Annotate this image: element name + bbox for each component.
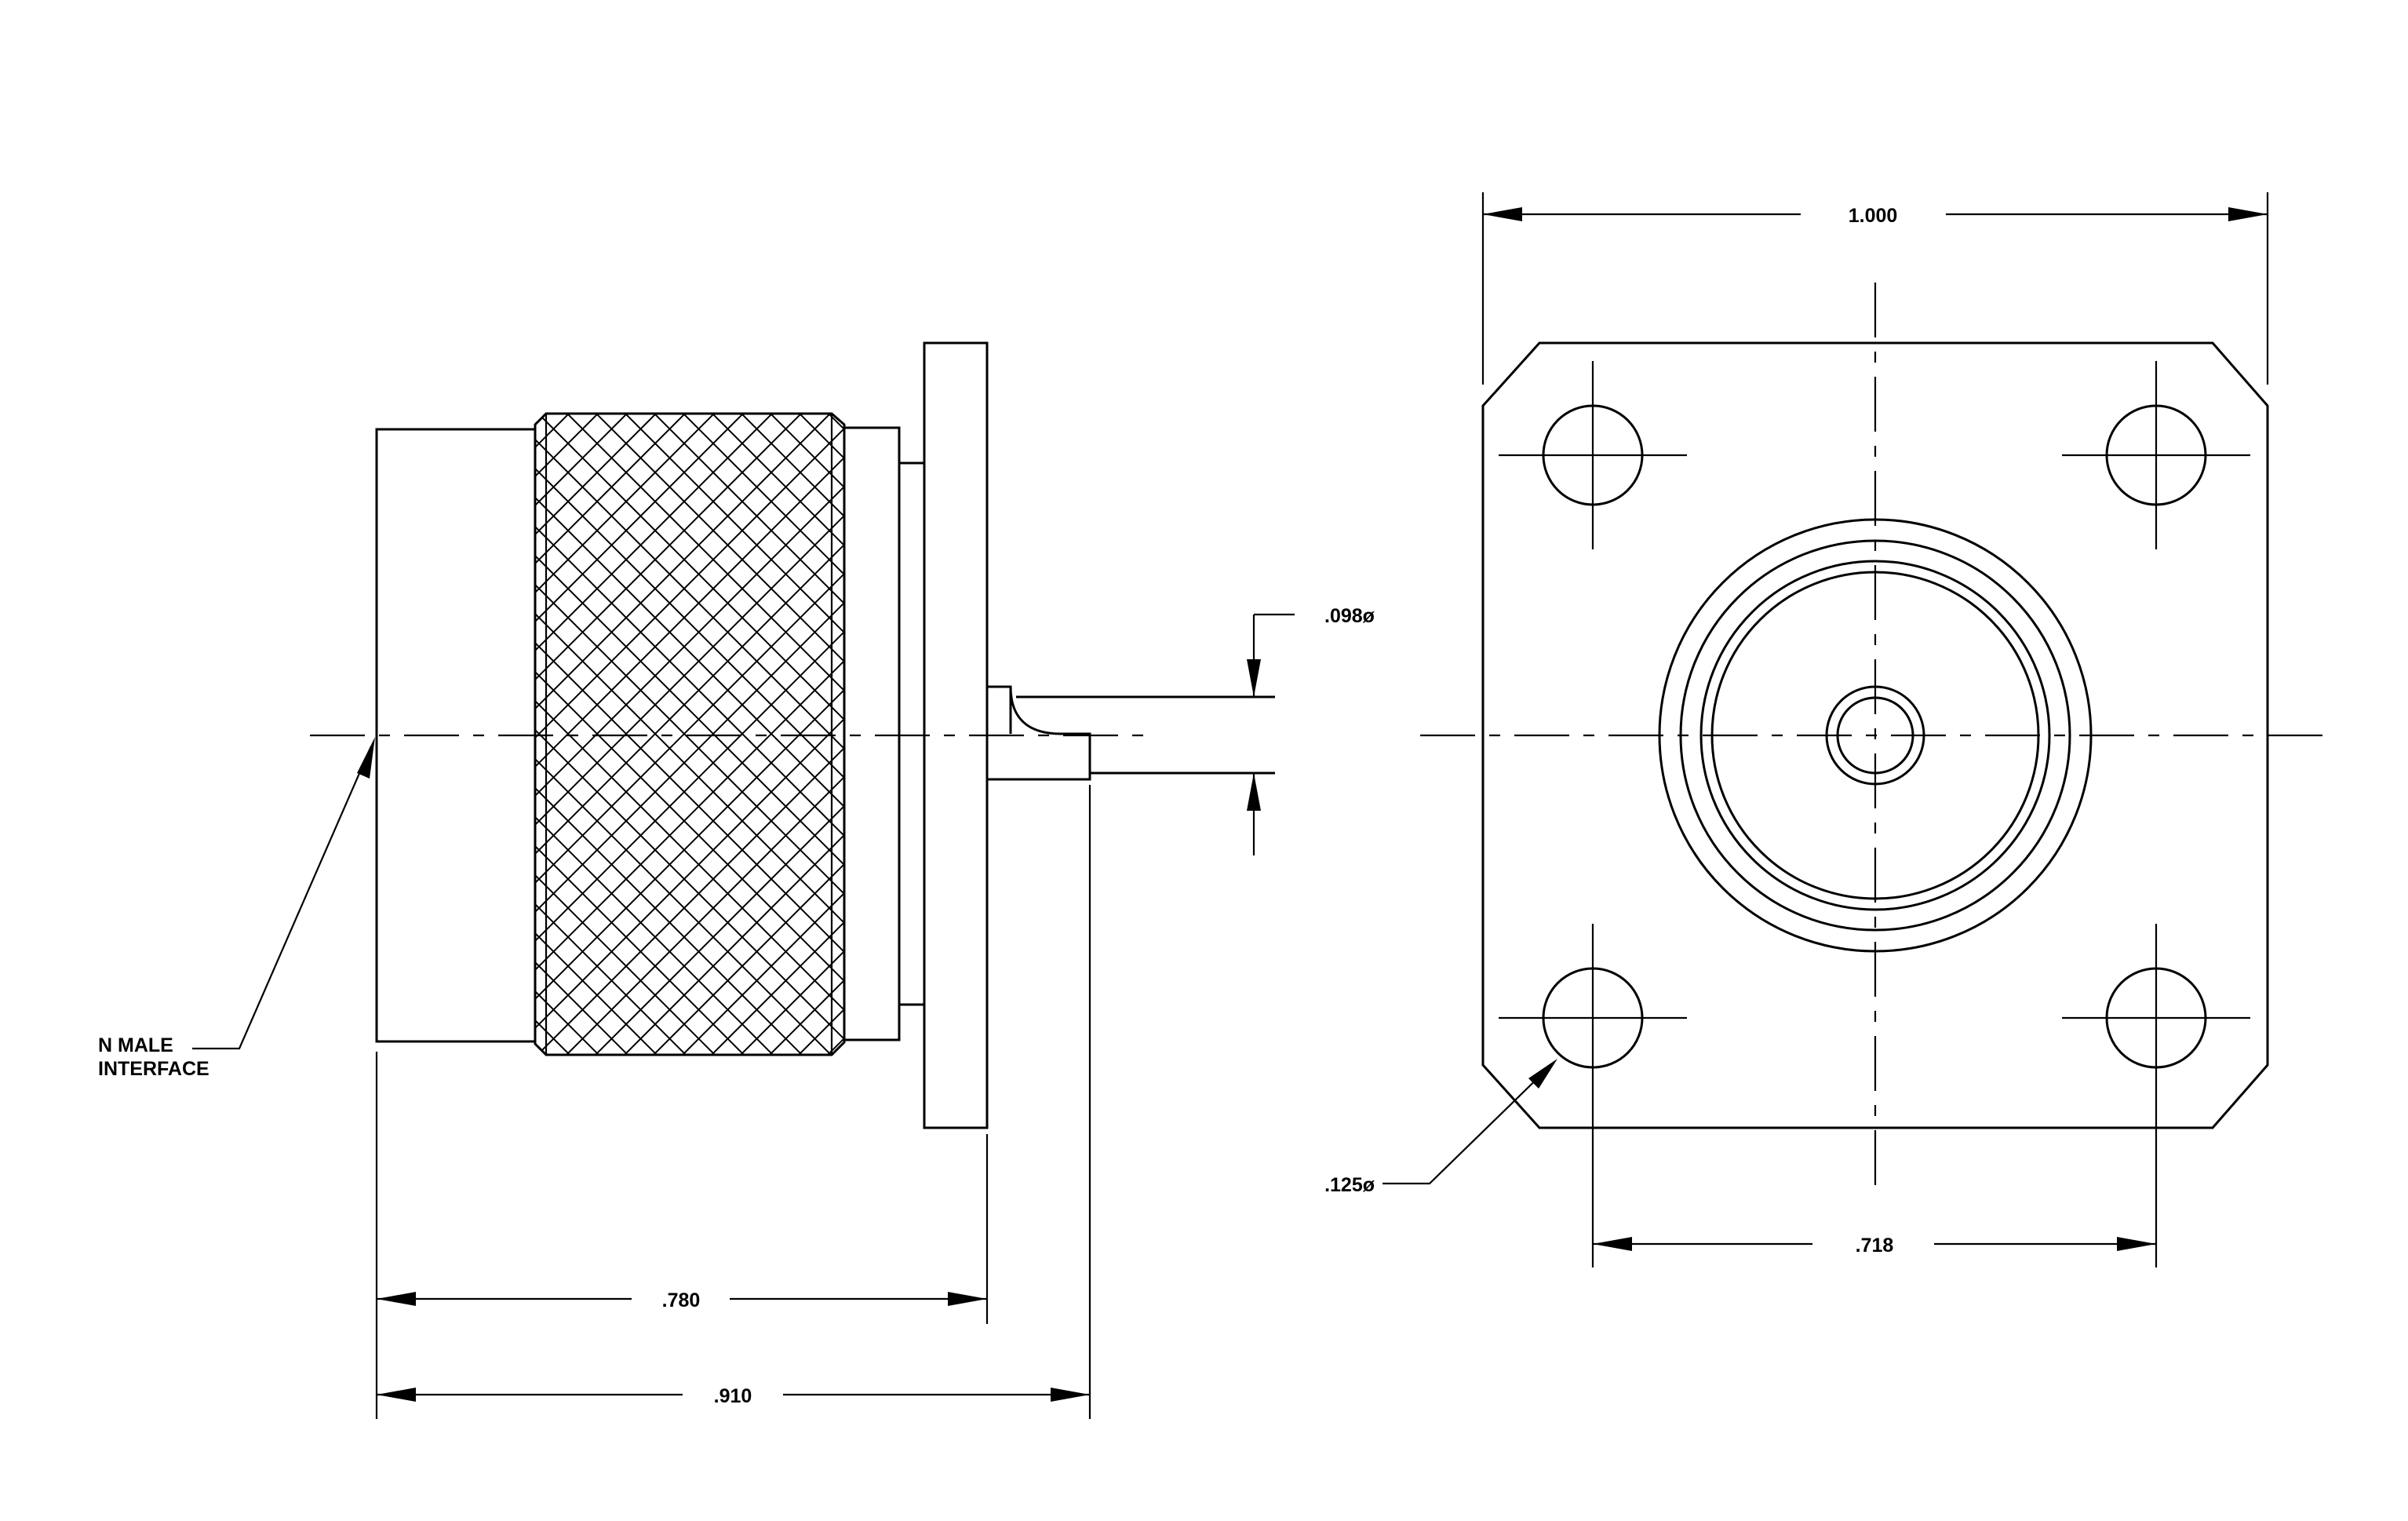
pin-diameter-label: .098ø — [1324, 605, 1375, 627]
connector-face — [1658, 518, 2093, 953]
front-flange-outline — [1481, 341, 2269, 1129]
interface-label-line2: INTERFACE — [98, 1058, 209, 1080]
mounting-hole-top-right — [2062, 361, 2250, 549]
hole-spacing-label: .718 — [1856, 1235, 1894, 1257]
rear-body — [843, 426, 901, 1041]
pin-diameter-dimension: .098ø — [1247, 605, 1375, 855]
flange-width-dimension: 1.000 — [1481, 192, 2269, 385]
mounting-hole-top-left — [1499, 361, 1687, 549]
side-view: .098ø N MALE INTERFACE .780 .910 — [98, 341, 1375, 1419]
hole-diameter-leader: .125ø — [1324, 1059, 1557, 1196]
contact-pin — [987, 685, 1275, 781]
flange-width-label: 1.000 — [1849, 205, 1898, 227]
rear-step — [898, 461, 926, 1006]
interface-leader: N MALE INTERFACE — [98, 737, 375, 1080]
flange-length-label: .780 — [662, 1289, 701, 1311]
overall-length-label: .910 — [714, 1385, 752, 1407]
mounting-hole-bottom-left — [1499, 924, 1687, 1114]
hole-spacing-dimension: .718 — [1591, 1114, 2158, 1268]
mounting-hole-bottom-right — [2062, 924, 2250, 1114]
length-dimensions: .780 .910 — [375, 785, 1091, 1419]
front-view: 1.000 .718 .125ø — [1324, 192, 2326, 1268]
center-contact — [1825, 685, 1925, 786]
hole-diameter-label: .125ø — [1324, 1174, 1375, 1196]
interface-label-line1: N MALE — [98, 1034, 173, 1056]
mounting-holes — [1499, 361, 2250, 1114]
